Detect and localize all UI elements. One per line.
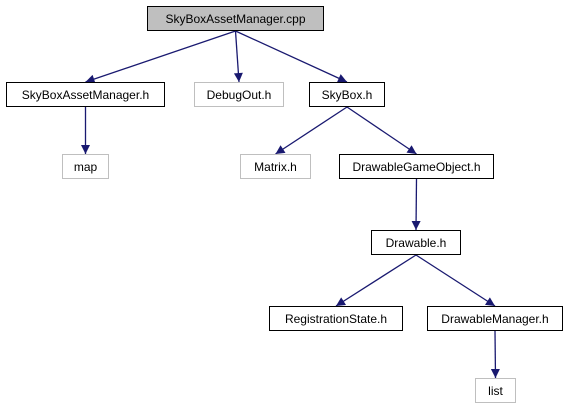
edge-drawable_h-to-drawablemanager_h bbox=[415, 254, 496, 307]
node-skyboxassetmanager-h[interactable]: SkyBoxAssetManager.h bbox=[6, 82, 165, 107]
node-drawablemanager-h[interactable]: DrawableManager.h bbox=[427, 306, 563, 331]
node-debugout-h: DebugOut.h bbox=[194, 82, 284, 107]
node-list: list bbox=[475, 378, 516, 403]
node-map: map bbox=[62, 154, 109, 179]
edge-drawablemanager_h-to-list bbox=[490, 330, 500, 379]
node-drawable-h[interactable]: Drawable.h bbox=[371, 230, 461, 255]
node-skybox-h[interactable]: SkyBox.h bbox=[309, 82, 385, 107]
edge-skybox_h-to-drawablegameobject_h bbox=[346, 106, 417, 155]
node-drawablegameobject-h[interactable]: DrawableGameObject.h bbox=[339, 154, 494, 179]
edge-skyboxassetmanager_cpp-to-debugout_h bbox=[233, 30, 243, 83]
edge-drawable_h-to-registrationstate_h bbox=[335, 254, 417, 307]
edge-drawablegameobject_h-to-drawable_h bbox=[411, 178, 421, 231]
node-registrationstate-h[interactable]: RegistrationState.h bbox=[269, 306, 403, 331]
node-matrix-h: Matrix.h bbox=[240, 154, 311, 179]
edge-skyboxassetmanager_cpp-to-skybox_h bbox=[235, 30, 348, 83]
edge-skybox_h-to-matrix_h bbox=[275, 106, 348, 155]
node-skyboxassetmanager-cpp: SkyBoxAssetManager.cpp bbox=[147, 6, 324, 31]
edge-skyboxassetmanager_cpp-to-skyboxassetmanager_h bbox=[85, 30, 236, 84]
